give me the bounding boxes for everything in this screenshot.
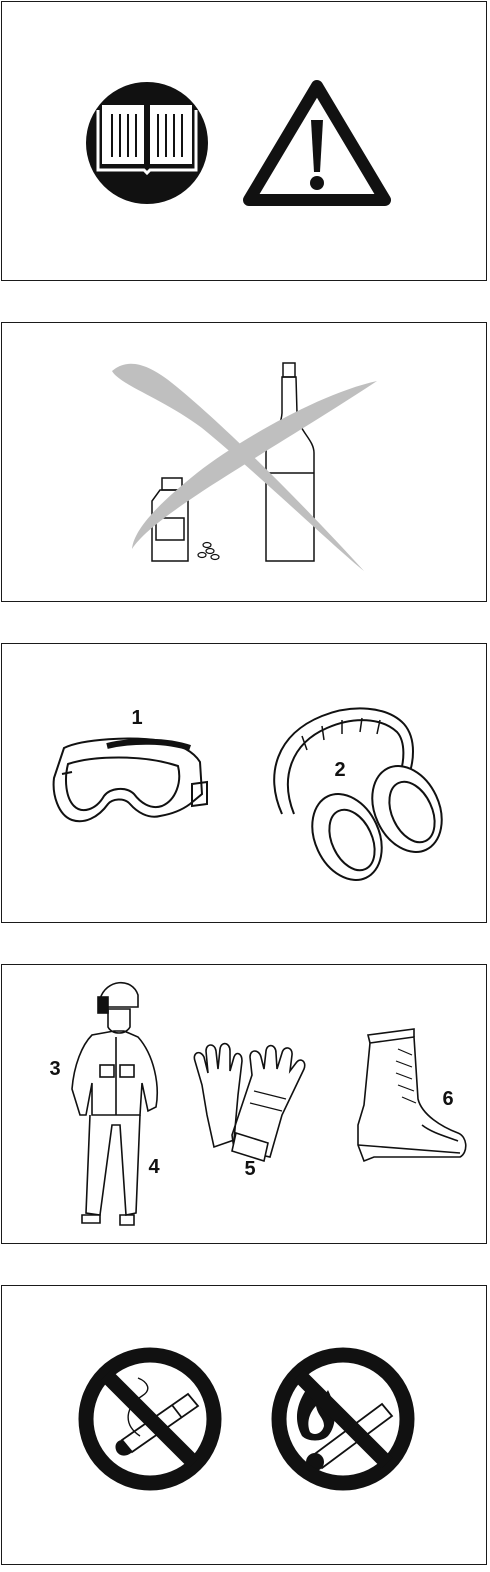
panel-read-manual-warning [1, 1, 487, 281]
panel-1-graphics [2, 2, 488, 282]
label-trousers: 4 [148, 1156, 160, 1178]
pills-icon [198, 543, 219, 560]
ear-protection-icon [274, 708, 455, 891]
panel-5-graphics [2, 1286, 488, 1566]
no-open-flame-icon [279, 1355, 407, 1483]
no-smoking-icon [86, 1355, 214, 1483]
panel-3-graphics: 1 2 [2, 644, 488, 924]
panel-4-graphics: 3 4 5 6 [2, 965, 488, 1245]
read-manual-icon [86, 82, 208, 204]
panel-protective-clothing: 3 4 5 6 [1, 964, 487, 1244]
label-gloves: 5 [244, 1158, 255, 1180]
panel-no-alcohol-drugs [1, 322, 487, 602]
protective-suit-icon [72, 983, 157, 1225]
label-ear-protection: 2 [334, 759, 345, 781]
warning-triangle-icon [249, 86, 385, 200]
safety-goggles-icon [54, 739, 207, 822]
gloves-icon [194, 1044, 304, 1161]
label-boots: 6 [442, 1088, 453, 1110]
bottle-icon [266, 363, 314, 561]
panel-no-smoking-no-fire [1, 1285, 487, 1565]
label-goggles: 1 [131, 707, 142, 729]
panel-2-graphics [2, 323, 488, 603]
label-jacket: 3 [49, 1058, 60, 1080]
panel-eye-ear-protection: 1 2 [1, 643, 487, 923]
